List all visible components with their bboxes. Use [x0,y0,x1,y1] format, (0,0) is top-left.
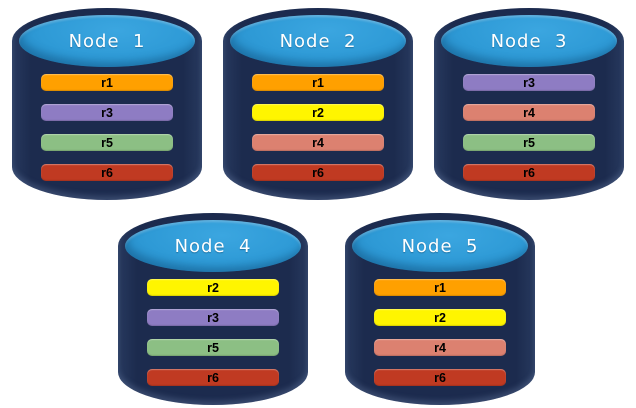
database-cylinder-top-icon: Node 5 [352,220,528,272]
node-2-cylinder: Node 2 r1 r2 r4 r6 [223,8,413,200]
replica-list: r1 r2 r4 r6 [252,74,384,181]
node-title: Node 3 [490,30,568,52]
replica-bar-r6: r6 [41,164,173,181]
database-cylinder-top-icon: Node 1 [19,15,195,67]
node-title: Node 4 [174,235,252,257]
replica-list: r1 r2 r4 r6 [374,279,506,386]
replica-bar-r3: r3 [41,104,173,121]
replica-bar-r5: r5 [41,134,173,151]
database-cylinder-top-icon: Node 2 [230,15,406,67]
replica-bar-r1: r1 [41,74,173,91]
node-4-cylinder: Node 4 r2 r3 r5 r6 [118,213,308,405]
replica-list: r3 r4 r5 r6 [463,74,595,181]
replica-bar-r3: r3 [463,74,595,91]
replica-bar-r3: r3 [147,309,279,326]
replica-bar-r6: r6 [147,369,279,386]
node-5-cylinder: Node 5 r1 r2 r4 r6 [345,213,535,405]
node-3-cylinder: Node 3 r3 r4 r5 r6 [434,8,624,200]
replica-bar-r6: r6 [374,369,506,386]
node-title: Node 1 [68,30,146,52]
replica-bar-r2: r2 [252,104,384,121]
replica-bar-r5: r5 [463,134,595,151]
replica-bar-r4: r4 [252,134,384,151]
replica-bar-r5: r5 [147,339,279,356]
node-title: Node 2 [279,30,357,52]
database-cylinder-top-icon: Node 4 [125,220,301,272]
replica-list: r1 r3 r5 r6 [41,74,173,181]
replica-bar-r4: r4 [374,339,506,356]
replica-bar-r1: r1 [374,279,506,296]
replica-bar-r2: r2 [374,309,506,326]
replica-bar-r6: r6 [252,164,384,181]
node-title: Node 5 [401,235,479,257]
database-cylinder-top-icon: Node 3 [441,15,617,67]
node-1-cylinder: Node 1 r1 r3 r5 r6 [12,8,202,200]
replica-bar-r4: r4 [463,104,595,121]
replica-bar-r1: r1 [252,74,384,91]
replica-list: r2 r3 r5 r6 [147,279,279,386]
replica-bar-r2: r2 [147,279,279,296]
replica-bar-r6: r6 [463,164,595,181]
